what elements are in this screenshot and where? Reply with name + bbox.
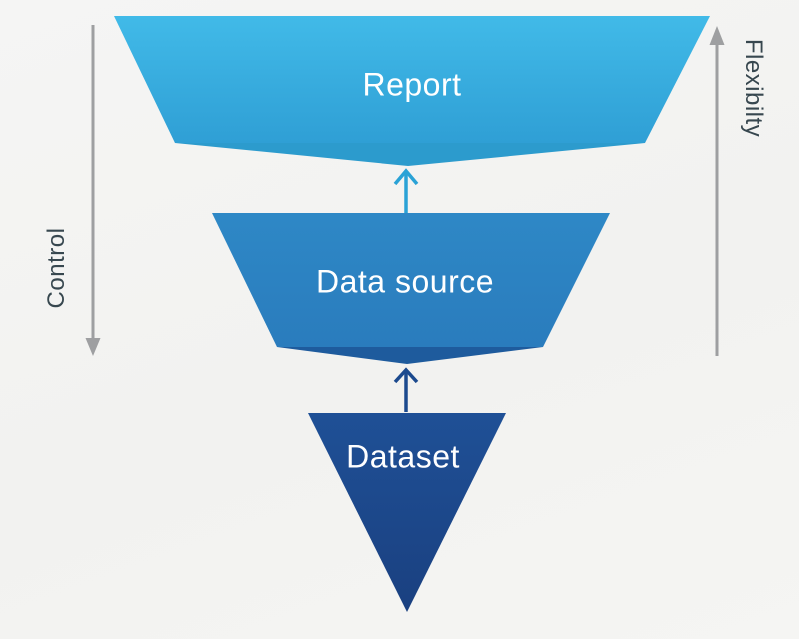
datasource-label: Data source [315, 263, 495, 300]
report-shape [114, 16, 710, 143]
control-down-arrow-icon [85, 25, 101, 356]
dataset-label: Dataset [346, 438, 460, 475]
arrow-datasource-to-report-icon [393, 168, 419, 215]
dataset-shape [308, 413, 506, 612]
datasource-shape-wedge [277, 347, 543, 364]
arrow-dataset-to-datasource-icon [393, 367, 419, 412]
flexibility-up-arrow-icon [709, 26, 725, 356]
report-shape-wedge [175, 143, 645, 166]
datasource-shape [212, 213, 610, 347]
flexibility-axis-label: Flexibilty [740, 38, 767, 138]
report-label: Report [362, 66, 462, 103]
control-axis-label: Control [43, 227, 70, 309]
